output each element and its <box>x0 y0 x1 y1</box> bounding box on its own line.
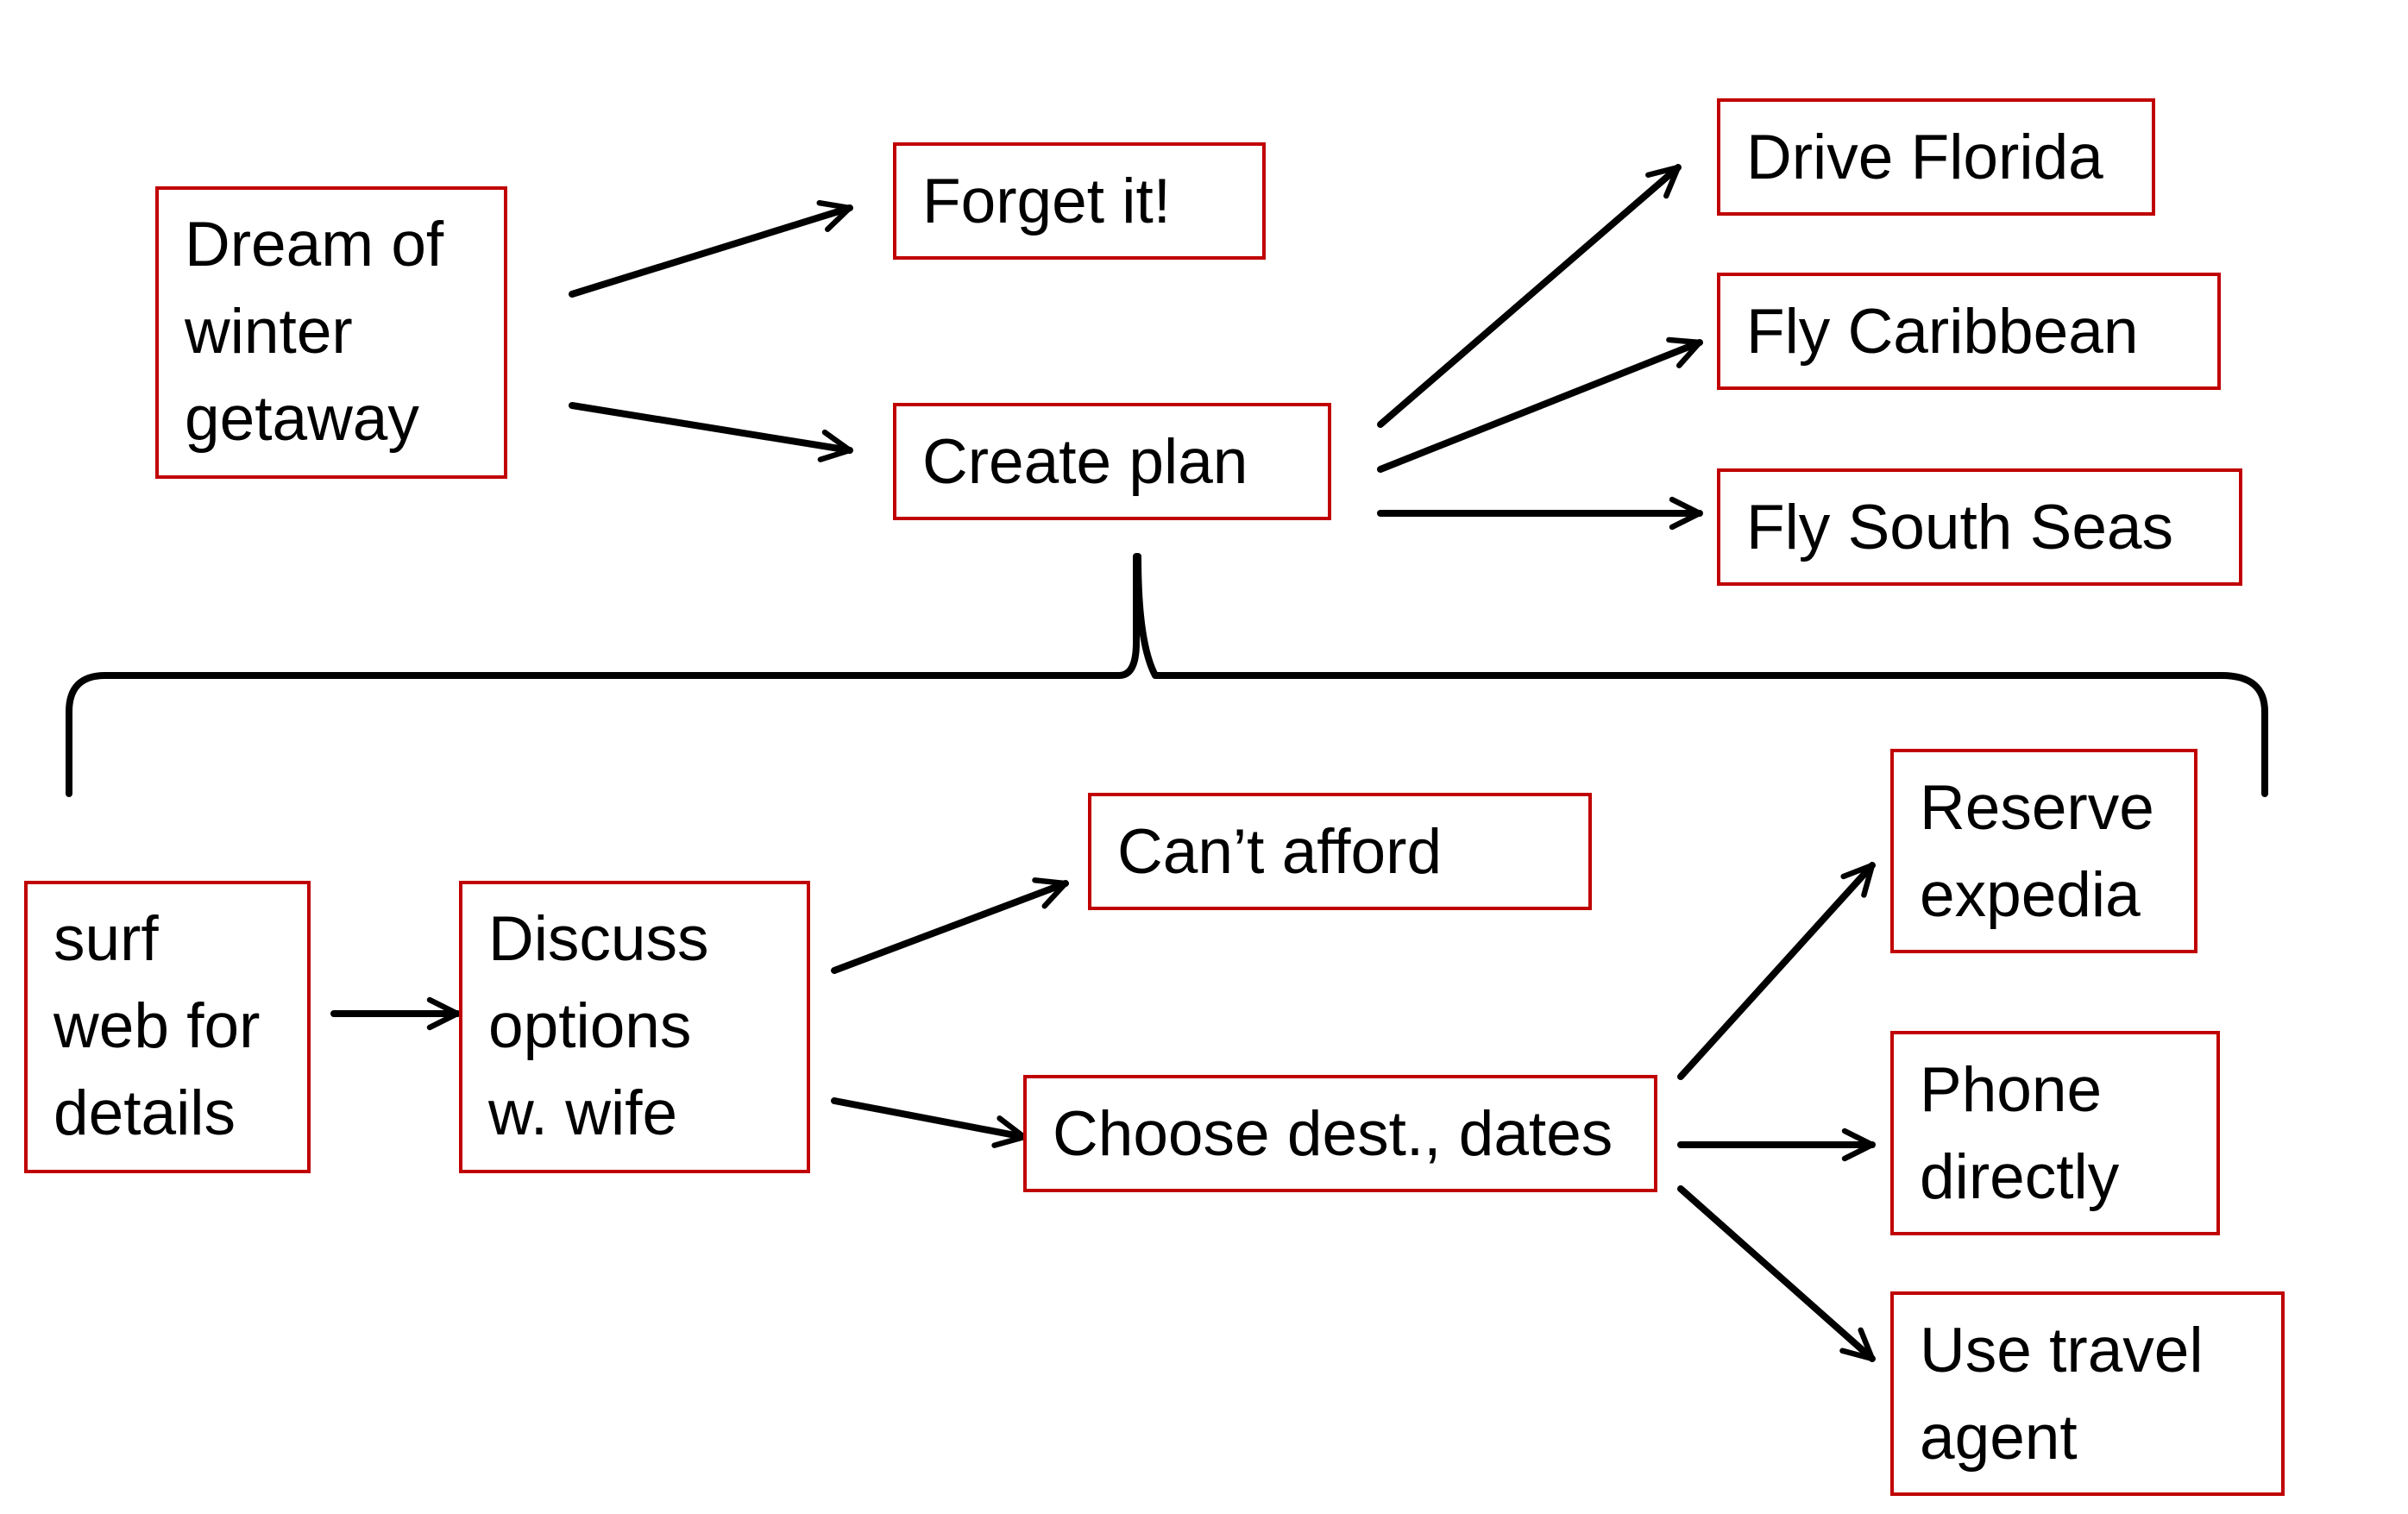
node-reserve-line-2: expedia <box>1920 860 2141 930</box>
edge-choose-travel-agent <box>1677 1185 1876 1362</box>
node-phone-line-2: directly <box>1920 1142 2120 1212</box>
node-use-travel-agent: Use travel agent <box>1890 1291 2285 1496</box>
node-drive-florida-line-1: Drive Florida <box>1746 123 2103 192</box>
node-dream-line-3: getaway <box>185 384 419 454</box>
node-cant-afford-line-1: Can’t afford <box>1117 817 1442 887</box>
node-choose-dest-dates: Choose dest., dates <box>1023 1075 1657 1192</box>
node-phone-line-1: Phone <box>1920 1055 2102 1125</box>
node-dream-line-1: Dream of <box>185 210 444 280</box>
node-discuss-options: Discuss options w. wife <box>459 881 810 1173</box>
edge-discuss-choose <box>831 1097 1028 1148</box>
node-fly-south-seas: Fly South Seas <box>1717 468 2242 586</box>
node-choose-line-1: Choose dest., dates <box>1053 1099 1613 1169</box>
node-discuss-line-2: options <box>488 991 691 1061</box>
edge-create-plan-drive-florida <box>1377 164 1682 428</box>
node-reserve-expedia: Reserve expedia <box>1890 749 2197 953</box>
edge-dream-create-plan <box>569 402 853 462</box>
node-reserve-line-1: Reserve <box>1920 773 2154 843</box>
edge-dream-forget <box>569 200 853 298</box>
node-dream-line-2: winter <box>184 297 353 367</box>
node-fly-caribbean: Fly Caribbean <box>1717 273 2221 390</box>
node-discuss-line-3: w. wife <box>487 1078 677 1148</box>
node-phone-directly: Phone directly <box>1890 1031 2220 1235</box>
edge-discuss-cant-afford <box>831 877 1069 974</box>
node-forget-it: Forget it! <box>893 142 1266 260</box>
node-travel-agent-line-2: agent <box>1920 1403 2078 1473</box>
node-forget-line-1: Forget it! <box>922 166 1171 236</box>
edges <box>330 164 1876 1362</box>
edge-create-plan-fly-caribbean <box>1377 336 1703 473</box>
node-create-plan-line-1: Create plan <box>922 427 1248 497</box>
edge-choose-reserve <box>1677 862 1876 1080</box>
node-cant-afford: Can’t afford <box>1088 793 1592 910</box>
node-surf-web-line-3: details <box>53 1078 236 1148</box>
node-drive-florida: Drive Florida <box>1717 98 2155 216</box>
node-fly-caribbean-line-1: Fly Caribbean <box>1746 297 2138 367</box>
node-surf-web-line-1: surf <box>53 904 159 974</box>
node-surf-web-line-2: web for <box>53 991 260 1061</box>
node-dream-of-winter-getaway: Dream of winter getaway <box>155 186 507 479</box>
node-surf-web-for-details: surf web for details <box>24 881 311 1173</box>
node-create-plan: Create plan <box>893 403 1331 520</box>
node-travel-agent-line-1: Use travel <box>1920 1316 2204 1385</box>
node-discuss-line-1: Discuss <box>488 904 709 974</box>
expansion-brace <box>66 553 2268 797</box>
node-fly-south-seas-line-1: Fly South Seas <box>1746 493 2173 562</box>
